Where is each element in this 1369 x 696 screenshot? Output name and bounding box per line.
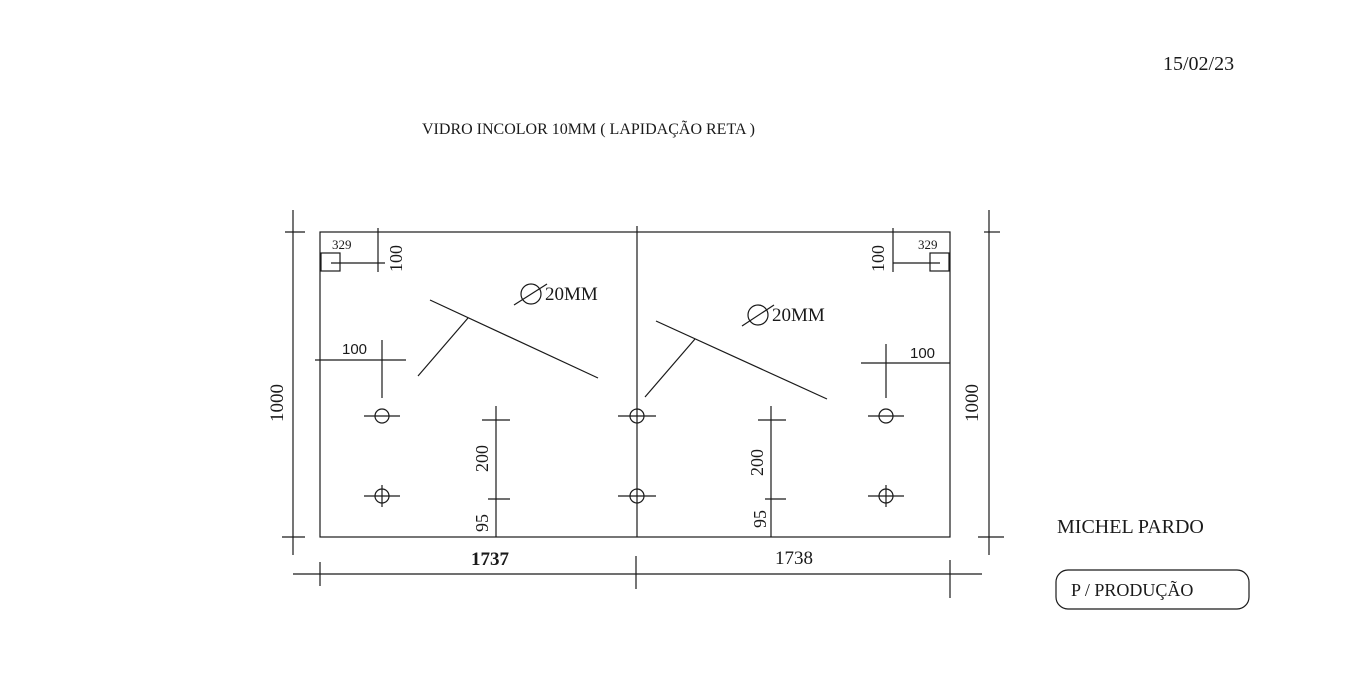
height-label-right: 1000 <box>962 384 983 422</box>
hole-bottom-left: 95 <box>472 514 492 532</box>
width-dimension: 1737 1738 <box>293 548 982 598</box>
hole-crosshair-icon <box>868 408 904 424</box>
hole-crosshair-icon <box>364 408 400 424</box>
hole-spacing-right: 200 <box>747 449 767 476</box>
hole-crosshair-icon <box>868 485 904 507</box>
production-stamp: P / PRODUÇÃO <box>1055 569 1250 610</box>
glass-outline <box>319 226 951 538</box>
side-offset-right: 100 <box>910 345 935 362</box>
right-height-dimension: 1000 <box>962 210 1004 555</box>
right-panel-details: 329 100 100 20MM 200 95 <box>644 228 950 537</box>
panel-outline <box>319 231 951 538</box>
left-height-dimension: 1000 <box>267 210 305 555</box>
date-label: 15/02/23 <box>1163 53 1234 75</box>
hole-crosshair-icon <box>364 485 400 507</box>
notch-marker-right <box>929 252 950 272</box>
hole-crosshair-icon <box>618 408 656 424</box>
diameter-symbol-icon <box>741 304 775 327</box>
side-offset-left: 100 <box>342 341 367 358</box>
hole-callout-left: 20MM <box>545 284 598 305</box>
hole-spacing-left: 200 <box>472 445 492 472</box>
width-label-left: 1737 <box>471 549 510 570</box>
notch-depth-right: 100 <box>868 245 888 272</box>
hole-callout-right: 20MM <box>772 305 825 326</box>
height-label-left: 1000 <box>267 384 288 422</box>
width-label-right: 1738 <box>775 548 813 569</box>
hole-bottom-right: 95 <box>750 510 770 528</box>
notch-marker-left <box>320 252 341 272</box>
stamp-label: P / PRODUÇÃO <box>1071 579 1193 600</box>
author-name: MICHEL PARDO <box>1057 516 1204 538</box>
left-panel-details: 329 100 100 20MM <box>315 228 656 537</box>
hole-crosshair-icon <box>618 488 656 504</box>
drawing-title: VIDRO INCOLOR 10MM ( LAPIDAÇÃO RETA ) <box>422 120 755 138</box>
notch-depth-left: 100 <box>386 245 406 272</box>
notch-width-left: 329 <box>332 237 352 252</box>
notch-width-right: 329 <box>918 237 938 252</box>
diameter-symbol-icon <box>513 283 548 306</box>
